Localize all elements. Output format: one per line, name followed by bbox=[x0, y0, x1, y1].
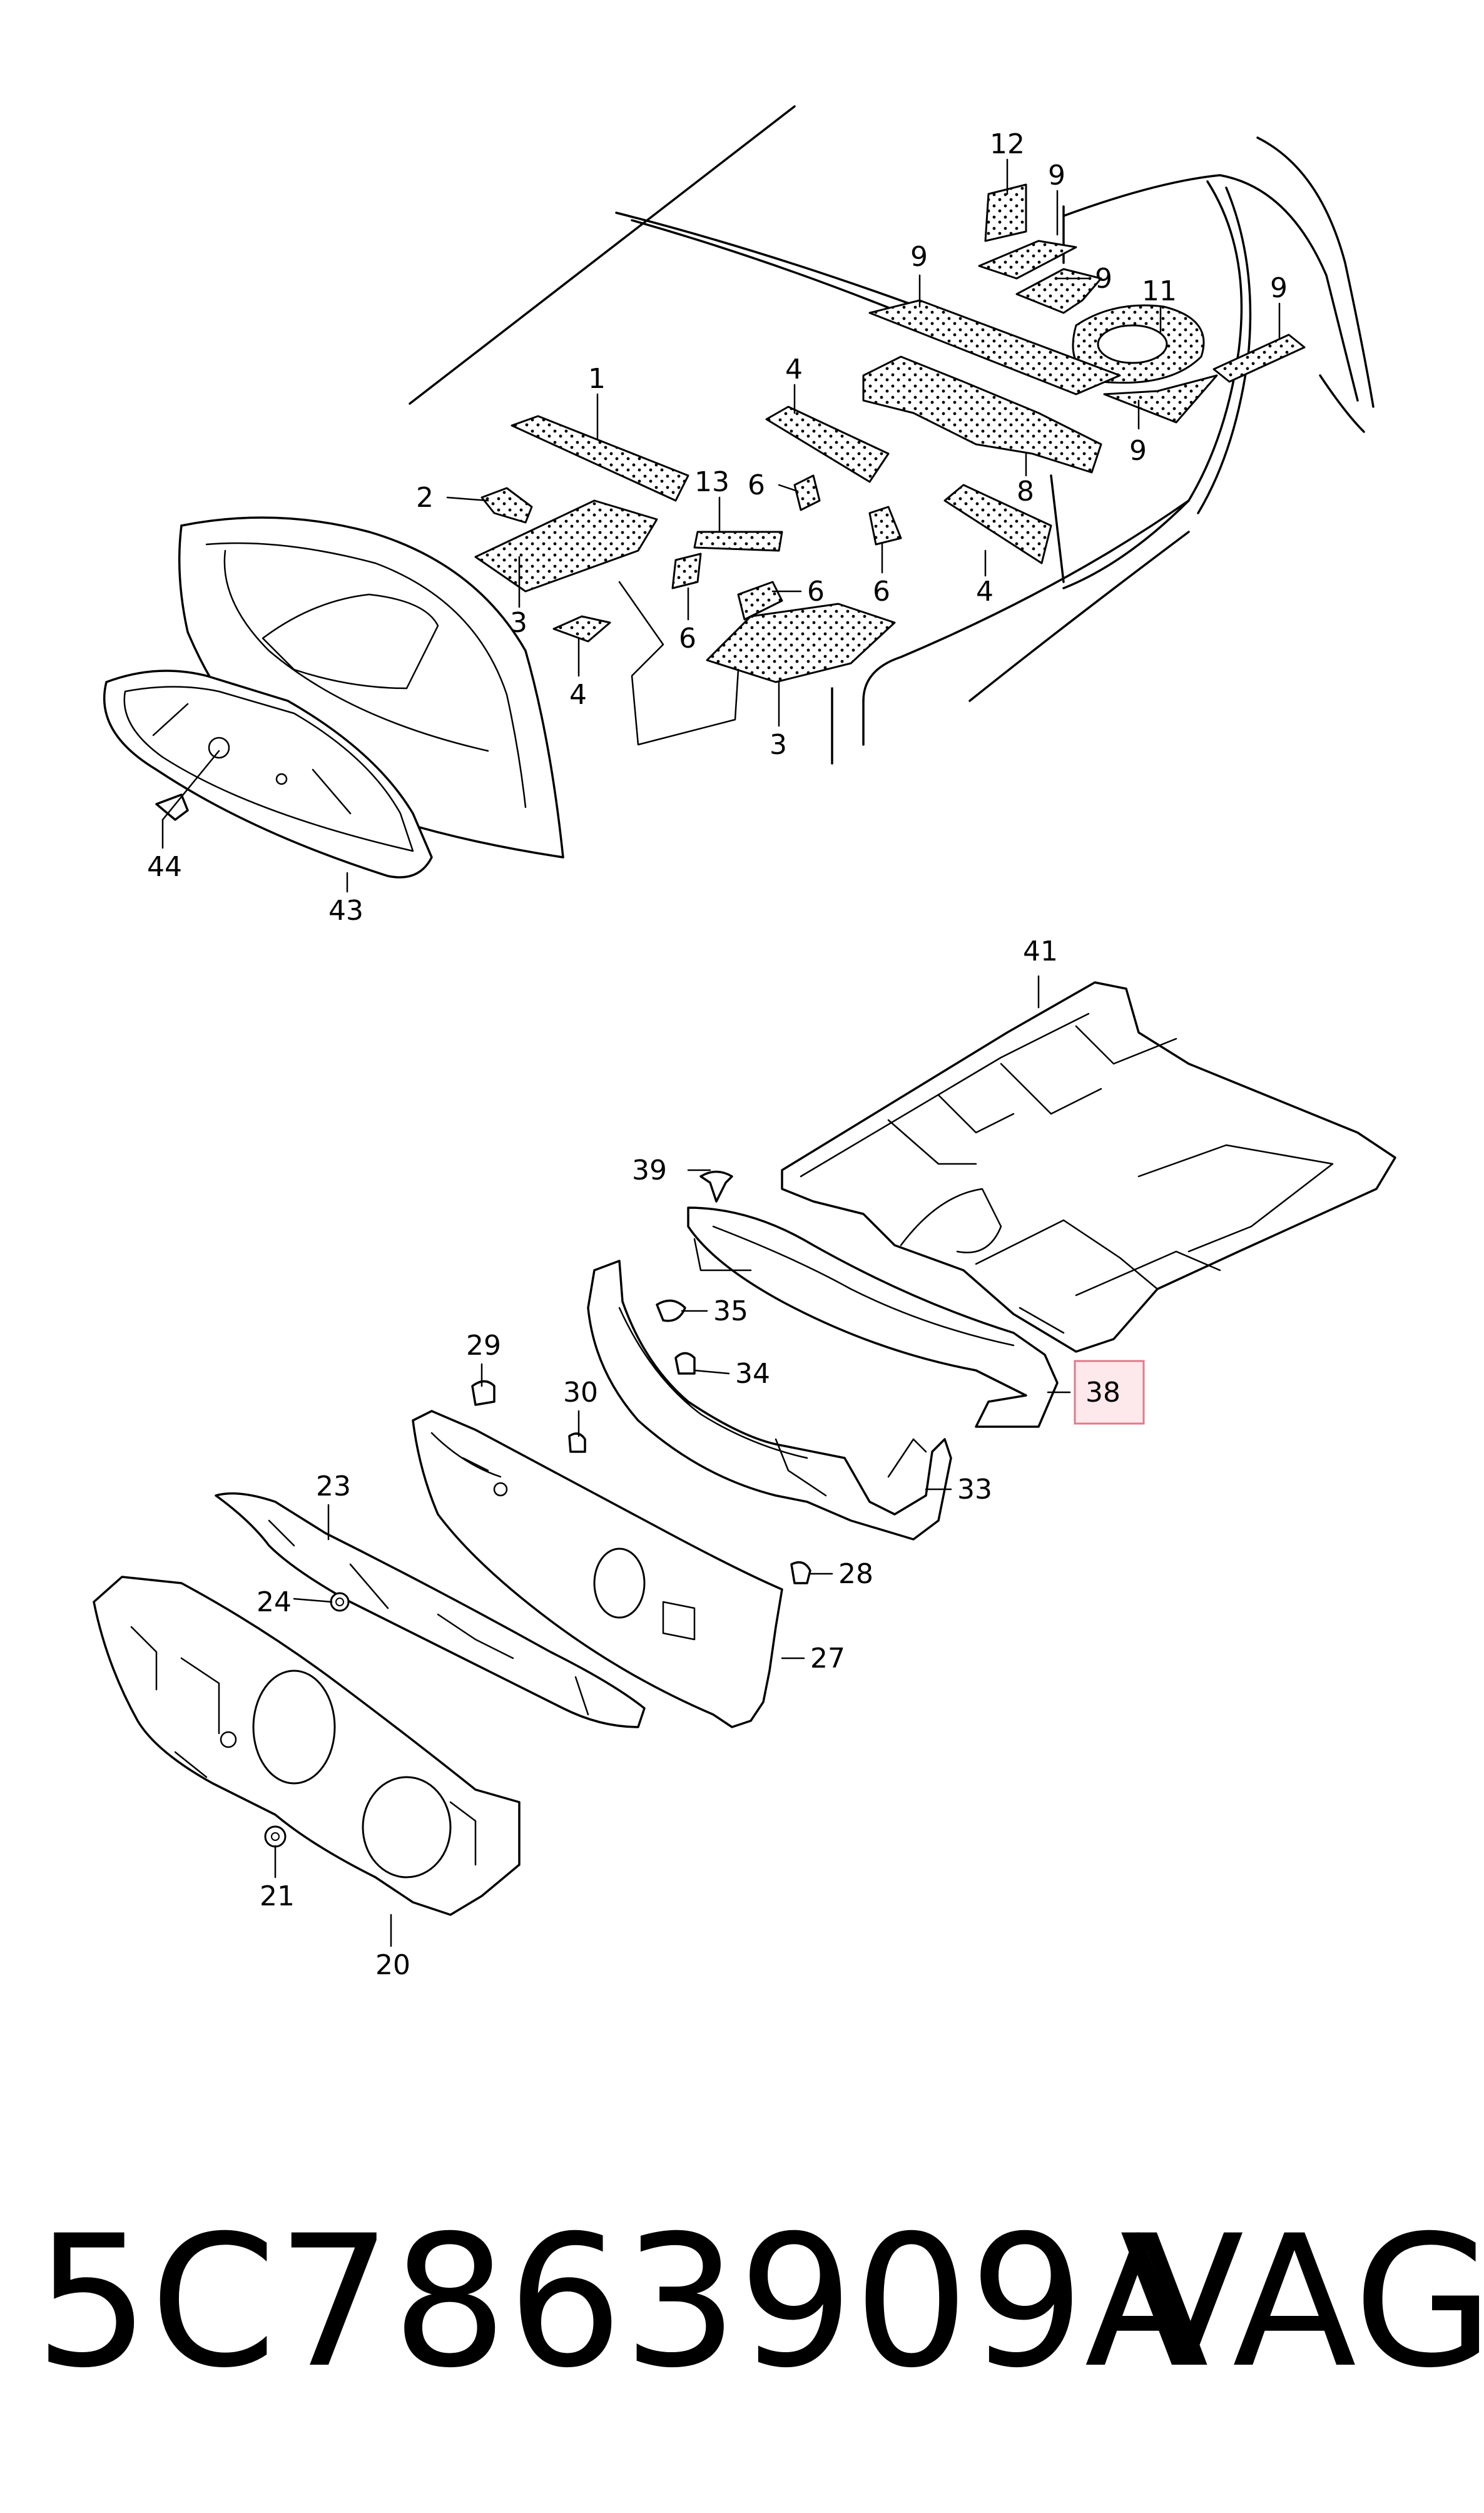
bulkhead-panel-38 bbox=[687, 1206, 1059, 1428]
leader-lines bbox=[161, 158, 1281, 1947]
callout-12: 12 bbox=[990, 128, 1025, 160]
callout-3: 3 bbox=[770, 729, 787, 761]
callout-44: 44 bbox=[147, 851, 182, 883]
pad-6-d bbox=[868, 506, 902, 546]
clip-30 bbox=[568, 1432, 586, 1453]
part-number: 5C7863909A bbox=[34, 2197, 1209, 2408]
callout-27: 27 bbox=[810, 1643, 845, 1674]
clip-29 bbox=[471, 1380, 496, 1406]
callout-29: 29 bbox=[466, 1330, 501, 1362]
clip-21 bbox=[264, 1825, 287, 1848]
pad-4-right bbox=[943, 484, 1052, 564]
callout-9: 9 bbox=[910, 241, 928, 273]
panel-23 bbox=[215, 1492, 646, 1728]
callout-6: 6 bbox=[748, 469, 765, 501]
callout-38: 38 bbox=[1085, 1377, 1121, 1409]
pad-3-upper bbox=[474, 499, 658, 593]
firewall-outline bbox=[618, 581, 739, 746]
pad-4-upper bbox=[765, 405, 890, 483]
floor-insulation-41 bbox=[781, 981, 1396, 1353]
pad-4-lower bbox=[552, 615, 611, 643]
callout-4: 4 bbox=[569, 679, 587, 711]
pad-6-c bbox=[737, 581, 783, 621]
clip-35 bbox=[656, 1299, 686, 1322]
footer: 5C7863909A VAG bbox=[0, 2190, 1484, 2415]
callout-24: 24 bbox=[257, 1586, 292, 1618]
callout-39: 39 bbox=[632, 1155, 667, 1186]
callout-23: 23 bbox=[316, 1471, 351, 1502]
callout-2: 2 bbox=[416, 482, 434, 514]
callout-41: 41 bbox=[1023, 935, 1058, 967]
pad-9-long bbox=[868, 299, 1121, 395]
callout-11: 11 bbox=[1142, 275, 1177, 307]
callout-13: 13 bbox=[694, 466, 729, 498]
insulation-pads bbox=[474, 183, 1306, 683]
callout-9: 9 bbox=[1129, 435, 1147, 467]
dash-insulation-20 bbox=[93, 1576, 521, 1916]
pad-1 bbox=[511, 415, 689, 502]
pad-9-right bbox=[1212, 334, 1306, 383]
callout-8: 8 bbox=[1017, 476, 1034, 507]
brand-name: VAG bbox=[1120, 2197, 1484, 2408]
callout-43: 43 bbox=[328, 895, 363, 927]
vehicle-body-outline bbox=[409, 105, 1375, 765]
highlight-box bbox=[1074, 1360, 1145, 1425]
callout-28: 28 bbox=[838, 1558, 873, 1590]
parts-diagram: 12 9 9 11 9 9 9 8 1 4 2 6 13 3 6 6 6 4 4… bbox=[93, 105, 1396, 1981]
pad-12 bbox=[984, 183, 1027, 242]
callout-9: 9 bbox=[1048, 160, 1065, 191]
callout-6: 6 bbox=[807, 576, 825, 608]
callout-6: 6 bbox=[873, 576, 890, 608]
pad-13 bbox=[693, 531, 783, 552]
callout-35: 35 bbox=[713, 1295, 748, 1327]
clip-34 bbox=[674, 1352, 696, 1375]
pad-3-lower bbox=[706, 603, 896, 683]
callout-30: 30 bbox=[563, 1377, 598, 1409]
pad-9-upper bbox=[978, 240, 1077, 280]
callout-4: 4 bbox=[785, 354, 803, 385]
pad-8 bbox=[862, 355, 1102, 474]
callout-3: 3 bbox=[510, 607, 527, 639]
clip-24 bbox=[330, 1592, 350, 1612]
pad-6-b bbox=[671, 553, 702, 589]
callout-labels: 12 9 9 11 9 9 9 8 1 4 2 6 13 3 6 6 6 4 4… bbox=[147, 128, 1288, 1981]
callout-33: 33 bbox=[957, 1474, 992, 1506]
pad-2 bbox=[480, 487, 533, 524]
callout-9: 9 bbox=[1095, 263, 1112, 295]
hood-insulation bbox=[103, 670, 433, 879]
callout-6: 6 bbox=[679, 623, 696, 655]
callout-1: 1 bbox=[588, 363, 606, 395]
firewall-insulation-27 bbox=[412, 1410, 783, 1728]
clip-28 bbox=[790, 1561, 811, 1584]
callout-34: 34 bbox=[735, 1358, 770, 1390]
pad-9-mid bbox=[1015, 268, 1102, 314]
clip-39 bbox=[699, 1170, 733, 1203]
callout-4: 4 bbox=[976, 576, 994, 608]
pad-6-a bbox=[793, 474, 821, 511]
callout-9: 9 bbox=[1270, 272, 1288, 304]
callout-21: 21 bbox=[260, 1880, 295, 1912]
pad-9-lower bbox=[1103, 374, 1218, 424]
callout-20: 20 bbox=[375, 1949, 410, 1981]
